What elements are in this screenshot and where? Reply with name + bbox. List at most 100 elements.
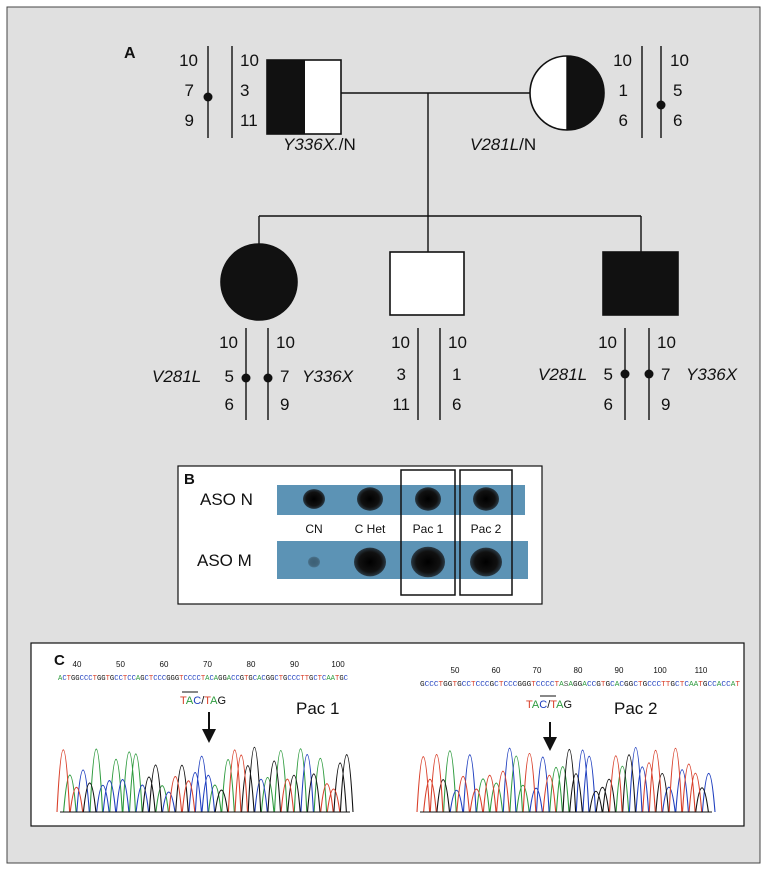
child1-hap-left-2: 5 — [225, 367, 234, 386]
child1-hap-right-3: 9 — [280, 395, 289, 414]
pac1-tick-100: 100 — [331, 660, 345, 669]
child1-mutation-right: Y336X — [302, 367, 354, 386]
pac1-trace-g — [82, 746, 354, 813]
child2-symbol — [389, 251, 465, 316]
pac2-tick-110: 110 — [695, 666, 708, 675]
lane-label-cn: CN — [305, 522, 322, 536]
pac1-trace-a — [63, 748, 328, 813]
aso-n-label: ASO N — [200, 490, 253, 509]
aso-m-dot-3 — [411, 546, 445, 578]
mutation-dots — [203, 92, 666, 383]
child1-hap-left-3: 6 — [225, 395, 234, 414]
mother-genotype: V281L/N — [470, 135, 536, 154]
pac1-codon-separator: / — [201, 695, 205, 707]
father-hap-right-3: 11 — [240, 111, 258, 130]
aso-n-dot-3 — [415, 487, 441, 511]
mother-genotype-normal: N — [524, 135, 536, 154]
panel-b-dot-blot: B ASO N ASO M CN C Het Pac 1 Pac 2 — [177, 465, 543, 605]
father-hap-right-2: 3 — [240, 81, 249, 100]
pac2-position-ticks: 50 60 70 80 90 100 110 — [451, 666, 708, 675]
mother-symbol — [529, 55, 605, 131]
pac2-tick-80: 80 — [574, 666, 583, 675]
father-hap-left-2: 7 — [185, 81, 194, 100]
father-genotype: Y336X./N — [283, 135, 356, 154]
pac2-codon-normal: TAC — [526, 699, 547, 711]
pac2-tick-60: 60 — [492, 666, 501, 675]
father-genotype-separator: / — [339, 135, 344, 154]
pac2-trace — [416, 746, 716, 813]
pac1-tick-40: 40 — [73, 660, 82, 669]
child1-symbol — [220, 243, 298, 321]
pac1-trace-c — [76, 754, 314, 813]
child3-hap-right-1: 10 — [657, 333, 676, 352]
panel-a-label: A — [124, 45, 136, 62]
mother-hap-left-3: 6 — [619, 111, 628, 130]
pac1-tick-60: 60 — [160, 660, 169, 669]
mother-hap-right-1: 10 — [670, 51, 689, 70]
child3-hap-left-3: 6 — [604, 395, 613, 414]
pac2-tick-70: 70 — [533, 666, 542, 675]
aso-n-dot-2 — [357, 487, 383, 511]
panel-c-label: C — [54, 652, 65, 669]
mother-hap-left-2: 1 — [619, 81, 628, 100]
pac2-tick-50: 50 — [451, 666, 460, 675]
child3-hap-right-3: 9 — [661, 395, 670, 414]
child1-mutation-left: V281L — [152, 367, 201, 386]
panel-c-frame — [30, 642, 745, 827]
pac1-tick-80: 80 — [247, 660, 256, 669]
pac2-trace-a — [443, 750, 630, 813]
child1-hap-right-1: 10 — [276, 333, 295, 352]
child2-hap-right-1: 10 — [448, 333, 467, 352]
father-hap-left-1: 10 — [179, 51, 198, 70]
mother-haplotypes: 10 1 6 10 5 6 — [613, 51, 689, 130]
child3-symbol — [602, 251, 679, 316]
mother-hap-left-1: 10 — [613, 51, 632, 70]
child2-hap-left-1: 10 — [391, 333, 410, 352]
pac2-tick-100: 100 — [653, 666, 667, 675]
father-hap-left-3: 9 — [185, 111, 194, 130]
pac2-trace-g — [436, 748, 709, 813]
pac2-name: Pac 2 — [614, 699, 657, 718]
child3-hap-left-2: 5 — [604, 365, 613, 384]
father-genotype-normal: N — [344, 135, 356, 154]
pac1-tick-90: 90 — [290, 660, 299, 669]
child2-haplotypes: 10 3 11 10 1 6 — [391, 333, 467, 414]
child2-hap-right-2: 1 — [452, 365, 461, 384]
father-hap-right-1: 10 — [240, 51, 259, 70]
aso-n-dot-4 — [473, 487, 499, 511]
mother-genotype-separator: / — [519, 135, 524, 154]
child2-hap-left-3: 11 — [392, 395, 410, 414]
lane-labels: CN C Het Pac 1 Pac 2 — [305, 522, 501, 536]
pac1-name: Pac 1 — [296, 699, 339, 718]
pac1-trace — [56, 746, 354, 813]
child1-hap-right-2: 7 — [280, 367, 289, 386]
father-haplotypes: 10 7 9 10 3 11 — [179, 51, 259, 130]
pac1-codon-normal: TAC — [180, 695, 201, 707]
aso-m-dot-1 — [308, 556, 320, 568]
mother-hap-right-2: 5 — [673, 81, 682, 100]
pac2-codon-separator: / — [547, 699, 551, 711]
blot-dots — [303, 487, 502, 578]
mother-genotype-mutation: V281L — [470, 135, 519, 154]
child3-hap-right-2: 7 — [661, 365, 670, 384]
pac1-codon-change: TAC/TAG — [180, 695, 226, 707]
pac1-highlight-box — [400, 469, 456, 596]
pac2-trace-c — [449, 746, 716, 813]
aso-m-label: ASO M — [197, 551, 252, 570]
child3-haplotypes: 10 5 6 10 7 9 V281L Y336X — [538, 333, 738, 414]
aso-n-dot-1 — [303, 489, 325, 509]
lane-label-pac1: Pac 1 — [413, 522, 444, 536]
child3-hap-left-1: 10 — [598, 333, 617, 352]
child1-hap-left-1: 10 — [219, 333, 238, 352]
pac1-tick-70: 70 — [203, 660, 212, 669]
pac2-codon-mutant: TAG — [550, 699, 572, 711]
pac2-highlight-box — [459, 469, 513, 596]
lane-label-chet: C Het — [355, 522, 386, 536]
father-genotype-mutation: Y336X. — [283, 135, 339, 154]
pac2-tick-90: 90 — [615, 666, 624, 675]
